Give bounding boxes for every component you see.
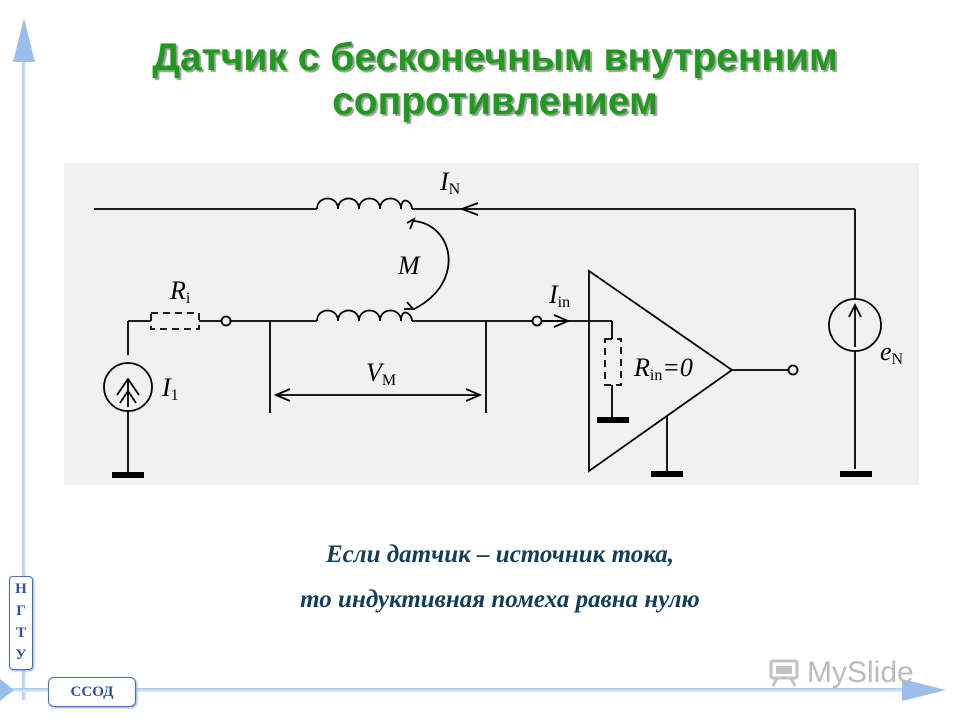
noise-source-circle [828, 298, 882, 352]
mutual-inductance-arc [413, 220, 450, 310]
label-input-current: Iin [548, 280, 570, 311]
input-resistor [604, 338, 622, 386]
myslide-watermark: MySlide [767, 656, 937, 690]
label-source-current: I1 [161, 373, 179, 404]
signal-coil [316, 309, 413, 322]
label-in-noise-current: IN [439, 167, 461, 198]
ssod-logo: ССОД [48, 677, 136, 707]
ngtu-letter-3: Т [15, 625, 26, 641]
watermark-text: MySlide [807, 656, 914, 689]
left-decor-arrow-icon [13, 18, 35, 62]
ground-rin [597, 417, 629, 423]
ngtu-letter-4: У [15, 647, 27, 663]
bottom-decor-arrow-icon [902, 679, 946, 701]
slide-title: Датчик с бесконечным внутренним сопротив… [60, 36, 930, 124]
vm-arrow-right-icon [465, 388, 483, 402]
ngtu-letter-1: Н [15, 581, 27, 597]
ground-amp [651, 471, 683, 477]
label-input-resistance: Rin=0 [633, 353, 693, 384]
noise-current-arrow-icon [459, 202, 479, 216]
mutual-arrowhead-top-icon [406, 216, 416, 230]
label-voltage-vm: VM [366, 358, 396, 389]
ground-noise [840, 471, 872, 477]
input-terminal-left [220, 315, 232, 327]
slide-title-line-1: Датчик с бесконечным внутренним [152, 36, 838, 79]
circuit-svg: IN M Ri Iin Rin=0 VM I1 eN [94, 167, 904, 478]
ngtu-letter-2: Г [16, 603, 26, 619]
caption-line-1: Если датчик – источник тока, [325, 541, 674, 568]
bottom-decor-tick-icon [0, 679, 14, 701]
vm-arrow-left-icon [273, 388, 291, 402]
bottom-decor-line [10, 688, 925, 692]
noise-source-arrowhead-icon [848, 302, 862, 318]
input-terminal-right [531, 315, 543, 327]
caption-line-2: то индуктивная помеха равна нулю [300, 586, 700, 613]
label-internal-resistance: Ri [169, 276, 191, 307]
left-decor-line [22, 40, 26, 700]
amplifier-triangle [588, 269, 734, 473]
ngtu-logo: Н Г Т У [9, 576, 33, 670]
circuit-diagram: IN M Ri Iin Rin=0 VM I1 eN [64, 163, 919, 485]
label-noise-emf: eN [880, 337, 904, 368]
presentation-board-icon [769, 659, 799, 687]
noise-coil [316, 197, 413, 210]
ground-source [112, 472, 144, 478]
amp-output-terminal [787, 364, 799, 376]
label-mutual-inductance: M [397, 251, 421, 280]
mutual-arrowhead-bottom-icon [404, 301, 415, 310]
input-current-arrow-icon [553, 314, 571, 328]
internal-resistor [150, 312, 200, 330]
slide-title-line-2: сопротивлением [332, 80, 658, 123]
